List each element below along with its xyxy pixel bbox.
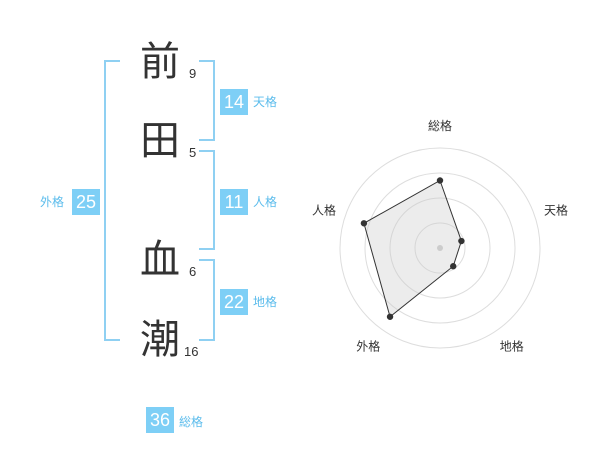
jinkaku-badge: 11 [220, 189, 248, 215]
radar-point-4 [386, 313, 394, 320]
chikaku-badge: 22 [220, 289, 248, 315]
radar-point-5 [360, 220, 368, 227]
radar-axis-label-1: 総格 [428, 118, 452, 133]
tenkaku-bracket [199, 60, 215, 141]
stroke-count-2: 5 [189, 145, 197, 160]
stroke-count-4: 16 [184, 344, 199, 359]
radar-axis-label-3: 地格 [500, 339, 524, 354]
chikaku-label: 地格 [253, 295, 278, 309]
name-char-1: 前 [140, 39, 180, 85]
tenkaku-label: 天格 [253, 95, 278, 109]
soukaku-badge: 36 [146, 407, 174, 433]
soukaku-label: 総格 [179, 415, 204, 429]
stroke-count-1: 9 [189, 66, 197, 81]
radar-ring [389, 197, 491, 299]
radar-center-dot [437, 245, 443, 251]
radar-ring [414, 222, 466, 274]
radar-axis-label-5: 人格 [312, 202, 336, 217]
stroke-count-3: 6 [189, 264, 197, 279]
radar-axis-label-4: 外格 [356, 339, 380, 354]
radar-point-2 [458, 237, 465, 245]
jinkaku-bracket [199, 150, 215, 250]
radar-point-1 [436, 177, 444, 184]
name-char-4: 潮 [140, 317, 180, 363]
name-char-2: 田 [140, 118, 180, 164]
radar-axis-label-2: 天格 [544, 202, 568, 217]
jinkaku-label: 人格 [253, 195, 278, 209]
gaikaku-label: 外格 [40, 195, 65, 209]
name-char-3: 血 [140, 237, 180, 283]
radar-ring [364, 172, 516, 324]
chikaku-bracket [199, 259, 215, 341]
radar-point-3 [450, 263, 457, 270]
gaikaku-bracket [104, 60, 120, 341]
radar-series-area [363, 179, 462, 318]
gaikaku-badge: 25 [72, 189, 100, 215]
tenkaku-badge: 14 [220, 89, 248, 115]
